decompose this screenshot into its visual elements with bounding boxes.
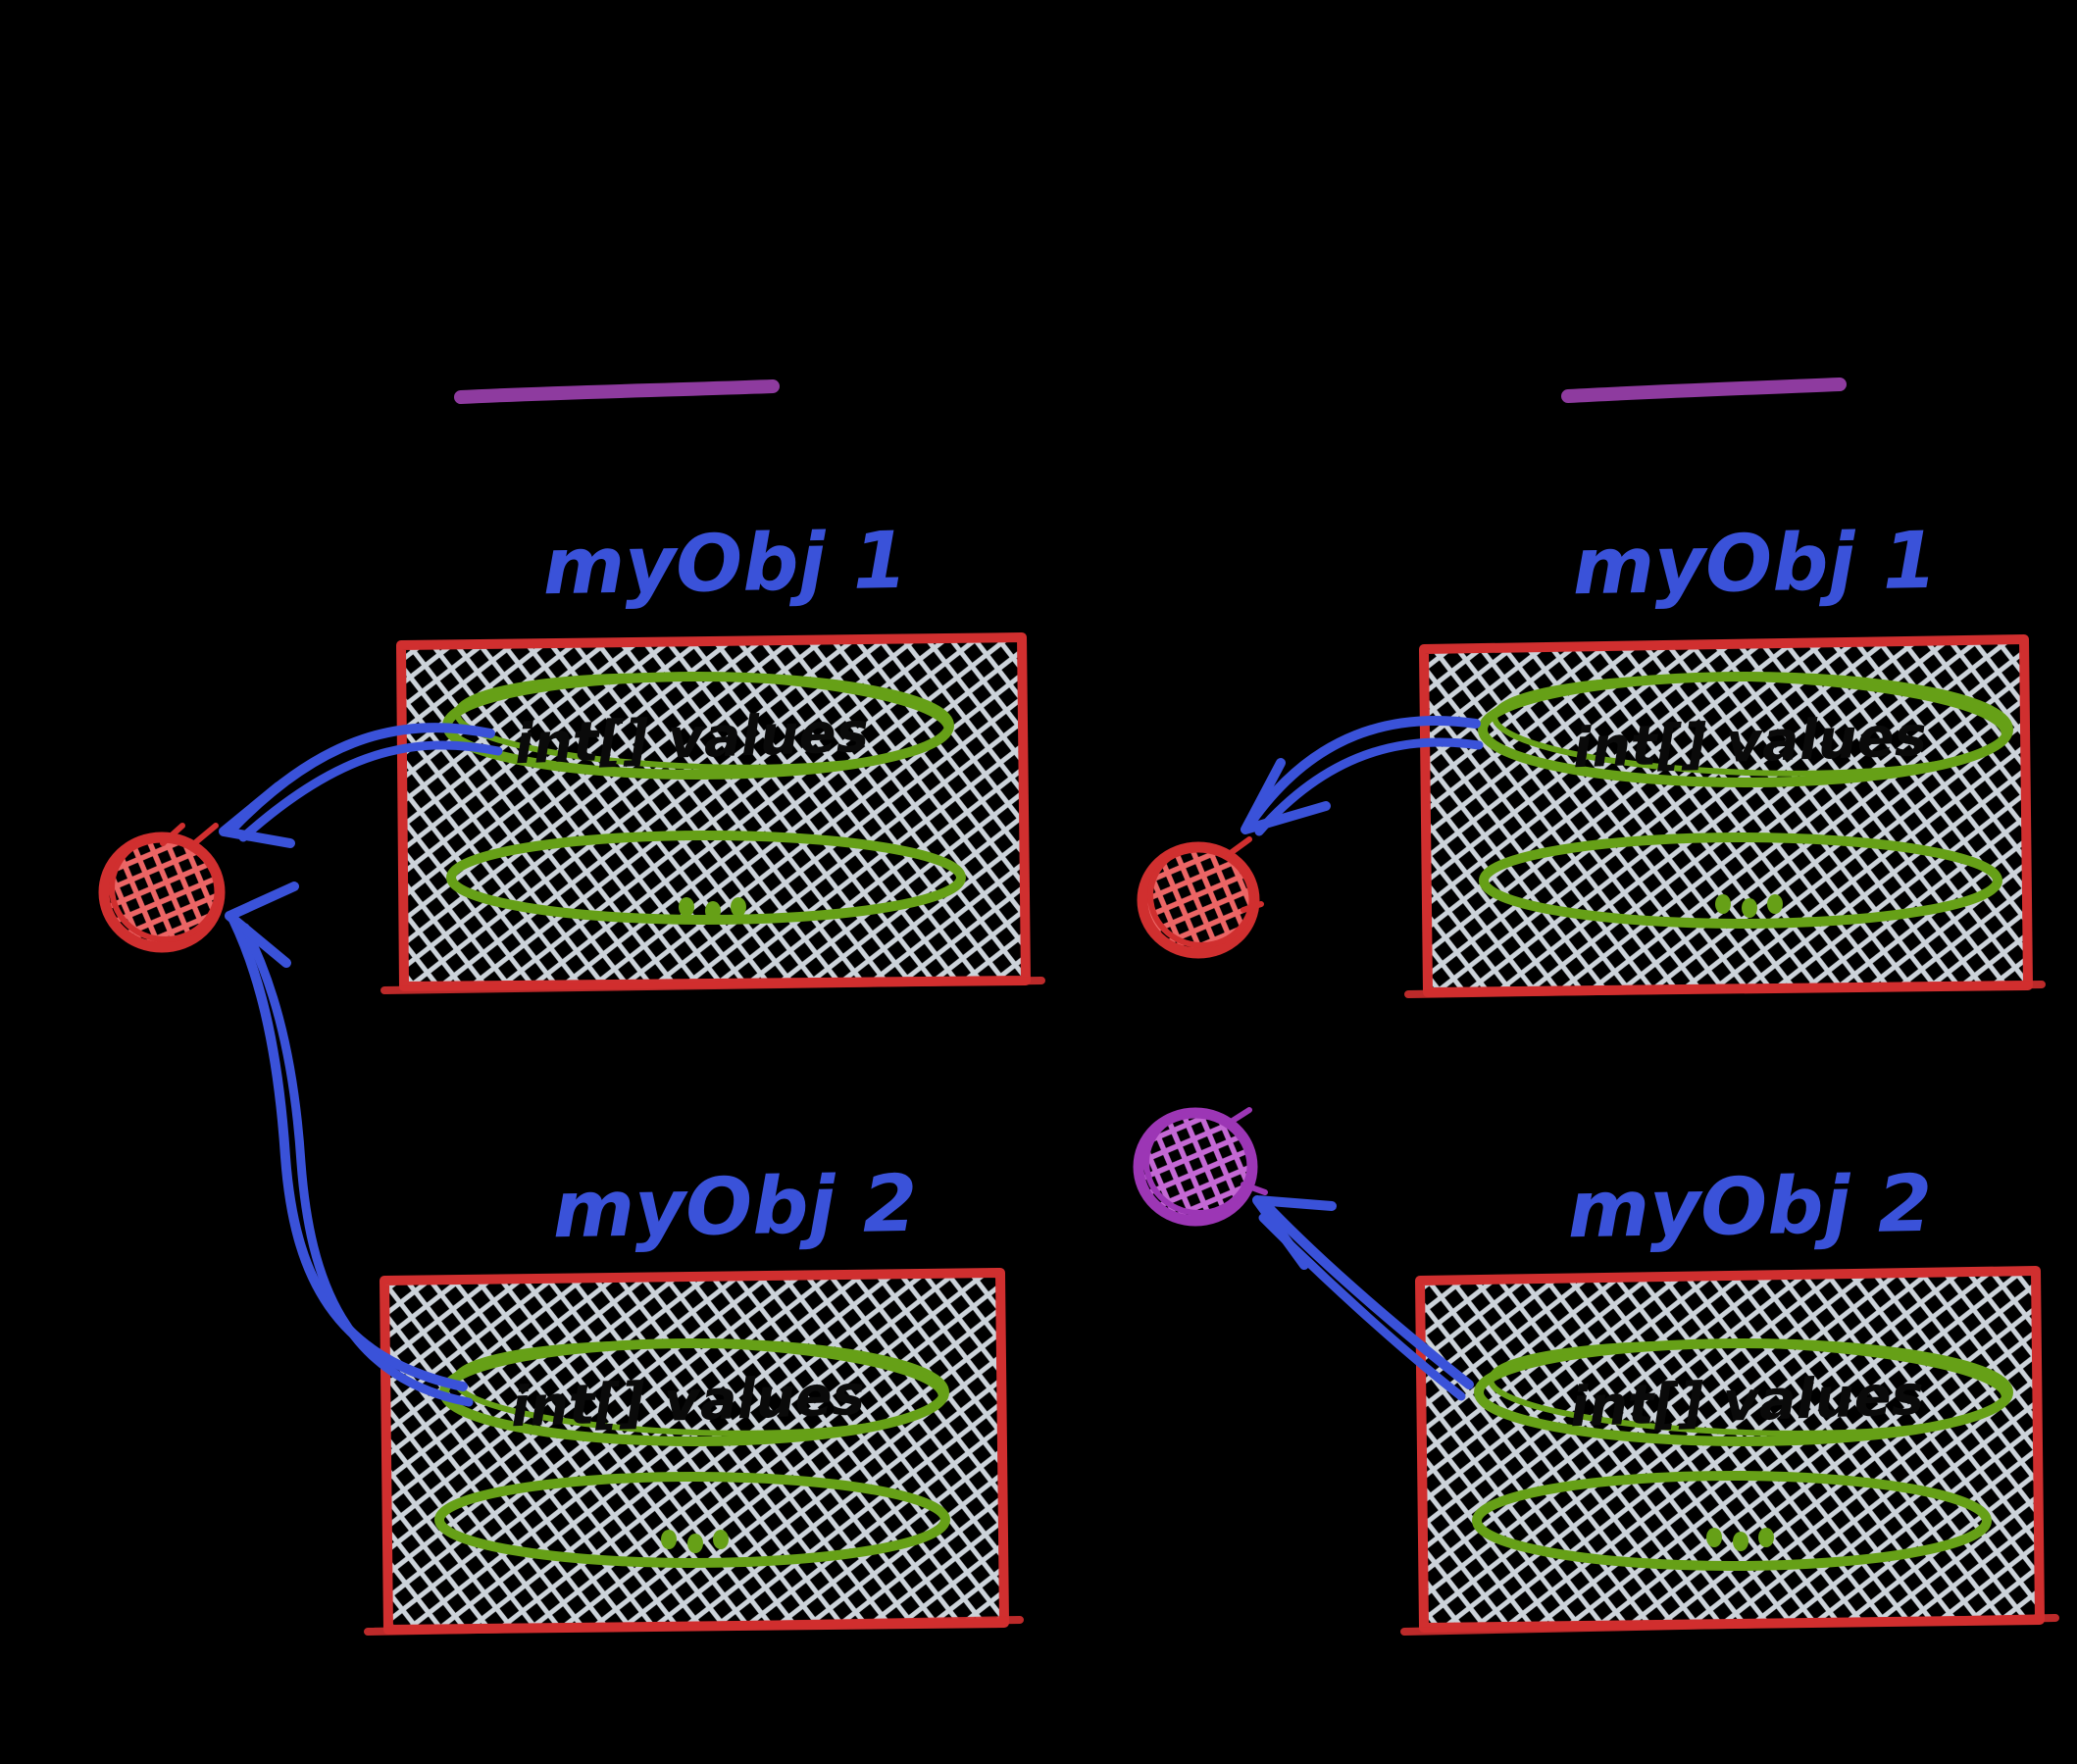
left-obj1-box-sketch-line: [380, 977, 1045, 994]
left-obj2-field: int[] values: [439, 1338, 949, 1446]
right-panel: myObj 1 int[] values myObj 2: [1133, 378, 2059, 1636]
left-obj1-field: int[] values: [442, 672, 954, 780]
right-obj1-box-sketch-line: [1404, 981, 2046, 998]
right-obj1-field-ellipse-sketch: [1492, 675, 2007, 777]
right-obj1-title: myObj 1: [1572, 515, 1938, 612]
left-obj2: myObj 2 int[] values: [364, 1158, 1024, 1636]
right-obj2: myObj 2 int[] values: [1400, 1158, 2059, 1636]
left-obj1: myObj 1 int[] values: [380, 515, 1045, 994]
right-obj2-field-label: int[] values: [1569, 1364, 1925, 1440]
left-arrow-obj2-to-circle: [225, 882, 474, 1407]
right-obj1-field: int[] values: [1478, 672, 2013, 787]
right-title-underline: [1561, 378, 1847, 403]
right-arrow-obj1-to-circle: [1241, 716, 1484, 836]
ellipsis-dots: [679, 897, 746, 921]
ellipsis-dots: [1715, 894, 1783, 918]
left-obj2-box-fill: [384, 1273, 1004, 1630]
left-title-underline: [454, 379, 780, 404]
ellipsis-dots: [1706, 1528, 1774, 1551]
left-arrow-obj1-to-circle: [219, 723, 503, 848]
right-obj1-field-label: int[] values: [1572, 705, 1928, 781]
right-obj2-more-ellipse: [1472, 1471, 1992, 1571]
left-obj2-box-sketch-line: [364, 1616, 1024, 1636]
ellipsis-dots: [661, 1530, 729, 1553]
right-obj1-box-fill: [1424, 639, 2028, 992]
left-obj1-more-ellipse: [446, 831, 966, 925]
arrowhead: [1252, 1195, 1337, 1270]
arrowhead: [219, 781, 295, 848]
left-obj2-field-label: int[] values: [510, 1364, 866, 1440]
left-obj1-title: myObj 1: [542, 515, 908, 612]
right-obj1: myObj 1 int[] values: [1404, 515, 2046, 998]
left-obj1-ellipse2: [446, 831, 966, 925]
right-obj2-box-fill: [1420, 1271, 2040, 1628]
left-red-ref-circle: [98, 823, 226, 953]
right-obj1-ellipse2: [1479, 832, 2002, 929]
arrowhead: [1241, 758, 1331, 834]
right-obj2-box-sketch-line: [1400, 1614, 2059, 1636]
right-obj2-ellipse2: [1472, 1471, 1992, 1571]
arrowhead: [225, 882, 299, 968]
right-obj2-field-ellipse-sketch: [1488, 1340, 2007, 1436]
right-purple-ref-circle: [1133, 1107, 1268, 1227]
left-panel: myObj 1 int[] values myObj 2: [98, 379, 1045, 1636]
left-obj2-ellipse2: [434, 1472, 950, 1568]
right-obj2-field: int[] values: [1474, 1338, 2013, 1446]
right-arrow-obj2-to-circle: [1252, 1195, 1474, 1401]
right-red-ref-circle: [1137, 836, 1264, 959]
left-obj2-more-ellipse: [434, 1472, 950, 1568]
right-obj1-more-ellipse: [1479, 832, 2002, 929]
left-obj1-field-ellipse-sketch: [454, 673, 950, 771]
left-obj1-field-label: int[] values: [514, 701, 870, 778]
right-obj2-title: myObj 2: [1567, 1158, 1933, 1255]
left-obj1-box-fill: [401, 637, 1026, 986]
left-obj2-title: myObj 2: [552, 1158, 918, 1255]
